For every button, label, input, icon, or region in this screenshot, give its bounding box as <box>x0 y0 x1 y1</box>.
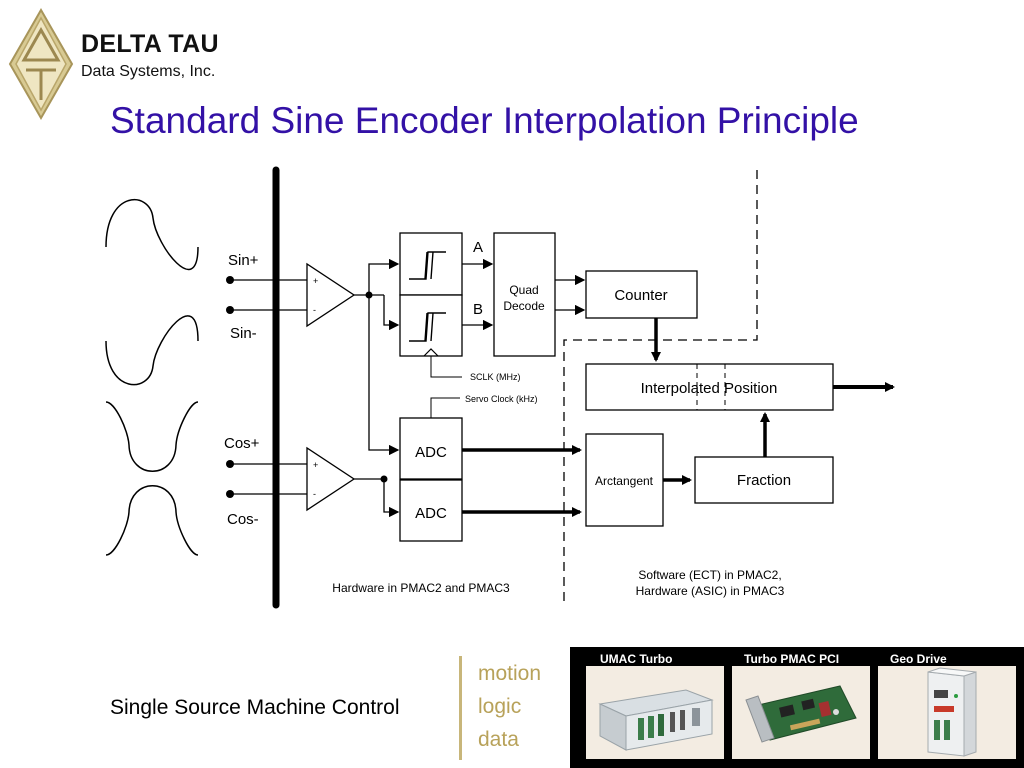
software-caption-line2: Hardware (ASIC) in PMAC3 <box>636 584 785 598</box>
cos-minus-label: Cos- <box>227 511 259 528</box>
sin-plus-waveform <box>105 198 199 271</box>
tagline: Single Source Machine Control <box>110 696 400 719</box>
cos-plus-terminal <box>226 460 234 468</box>
encoder-diagram: Sin+ Sin- Cos+ Cos- + - + - A B Quad Dec… <box>105 166 895 609</box>
cos-amp-minus: - <box>313 489 316 499</box>
sin-amplifier <box>306 262 356 328</box>
counter-label: Counter <box>614 287 667 304</box>
adc-cos-block <box>399 479 463 542</box>
motto-data: data <box>478 728 519 751</box>
product-strip: UMAC Turbo Turbo PMAC PCI Geo Drive <box>570 647 1024 768</box>
comparator-a <box>399 232 463 296</box>
cos-amplifier <box>306 446 356 512</box>
interpolated-position-label: Interpolated Position <box>641 380 778 397</box>
software-caption-line1: Software (ECT) in PMAC2, <box>638 568 781 582</box>
umac-turbo-photo <box>586 666 724 759</box>
sin-minus-terminal <box>226 306 234 314</box>
geo-drive-photo <box>878 666 1016 759</box>
arctangent-label: Arctangent <box>595 474 654 488</box>
adc-sin-label: ADC <box>415 444 447 461</box>
cos-amp-plus: + <box>313 460 318 470</box>
product-label-geo-drive: Geo Drive <box>890 652 947 666</box>
product-label-turbo-pmac-pci: Turbo PMAC PCI <box>744 652 840 666</box>
cos-plus-label: Cos+ <box>224 435 260 452</box>
cos-plus-waveform <box>105 401 199 472</box>
arctangent-block <box>585 433 664 527</box>
sine-waveforms <box>105 198 199 556</box>
motto-logic: logic <box>478 695 522 718</box>
sin-amp-plus: + <box>313 276 318 286</box>
fraction-label: Fraction <box>737 472 791 489</box>
motto-divider <box>459 656 462 760</box>
sin-plus-terminal <box>226 276 234 284</box>
cos-minus-terminal <box>226 490 234 498</box>
quad-decode-block <box>493 232 556 357</box>
cos-minus-waveform <box>105 485 199 556</box>
hardware-caption: Hardware in PMAC2 and PMAC3 <box>332 581 510 595</box>
comparator-b <box>399 294 463 357</box>
counter-block <box>585 270 698 319</box>
quad-decode-label-1: Quad <box>509 283 538 297</box>
sin-amp-minus: - <box>313 305 316 315</box>
quad-decode-label-2: Decode <box>503 299 545 313</box>
fraction-block <box>694 456 834 504</box>
product-label-umac-turbo: UMAC Turbo <box>600 652 673 666</box>
hardware-software-divider <box>563 170 758 605</box>
adc-cos-label: ADC <box>415 505 447 522</box>
brand-name: DELTA TAU <box>81 30 219 58</box>
sclk-label: SCLK (MHz) <box>470 372 521 382</box>
turbo-pmac-pci-photo <box>732 666 870 759</box>
channel-b-label: B <box>473 301 483 318</box>
sin-minus-waveform <box>105 315 199 386</box>
interpolated-position-block <box>585 363 834 411</box>
sin-plus-label: Sin+ <box>228 252 259 269</box>
sin-minus-label: Sin- <box>230 325 257 342</box>
page-title: Standard Sine Encoder Interpolation Prin… <box>110 100 859 141</box>
delta-tau-logo-icon <box>6 7 76 121</box>
servo-clock-label: Servo Clock (kHz) <box>465 394 538 404</box>
channel-a-label: A <box>473 239 483 256</box>
brand-subtitle: Data Systems, Inc. <box>81 63 216 80</box>
motto-motion: motion <box>478 662 542 685</box>
